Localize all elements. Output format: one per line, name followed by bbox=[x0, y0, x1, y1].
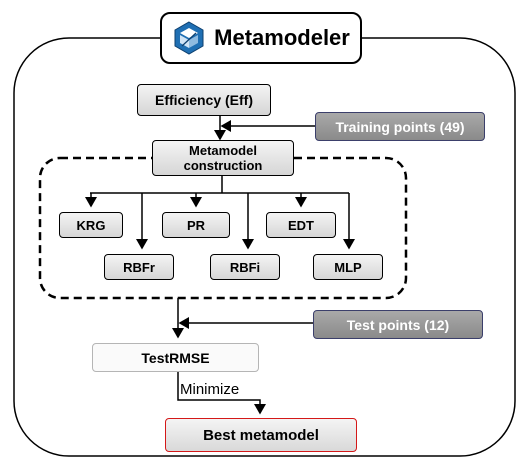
model-rbfr-label: RBFr bbox=[123, 259, 155, 275]
model-mlp-label: MLP bbox=[334, 259, 362, 275]
model-rbfi-label: RBFi bbox=[229, 259, 261, 275]
construction-label-line1: Metamodel bbox=[189, 143, 257, 158]
test-points-node: Test points (12) bbox=[313, 310, 483, 339]
metamodeler-logo-icon bbox=[174, 21, 204, 55]
minimize-label: Minimize bbox=[180, 381, 240, 398]
efficiency-node: Efficiency (Eff) bbox=[137, 84, 271, 116]
app-title: Metamodeler bbox=[214, 25, 350, 50]
training-points-label: Training points (49) bbox=[335, 118, 465, 135]
best-metamodel-label: Best metamodel bbox=[203, 426, 319, 444]
construction-label-line2: construction bbox=[183, 158, 263, 173]
model-mlp: MLP bbox=[313, 254, 383, 280]
best-metamodel-node: Best metamodel bbox=[165, 418, 357, 452]
model-krg: KRG bbox=[59, 212, 123, 238]
metamodel-construction-node: Metamodel construction bbox=[152, 140, 294, 176]
model-pr: PR bbox=[162, 212, 230, 238]
training-points-node: Training points (49) bbox=[315, 112, 485, 141]
testrmse-label: TestRMSE bbox=[141, 349, 210, 366]
model-edt-label: EDT bbox=[288, 217, 314, 233]
app-title-box: Metamodeler bbox=[160, 12, 362, 64]
model-edt: EDT bbox=[266, 212, 336, 238]
model-pr-label: PR bbox=[186, 217, 206, 233]
model-rbfr: RBFr bbox=[104, 254, 174, 280]
model-krg-label: KRG bbox=[76, 217, 106, 233]
testrmse-node: TestRMSE bbox=[92, 343, 259, 372]
arrow-minimize-path bbox=[177, 372, 266, 415]
efficiency-label: Efficiency (Eff) bbox=[154, 92, 253, 108]
test-points-label: Test points (12) bbox=[346, 316, 450, 333]
model-rbfi: RBFi bbox=[210, 254, 280, 280]
